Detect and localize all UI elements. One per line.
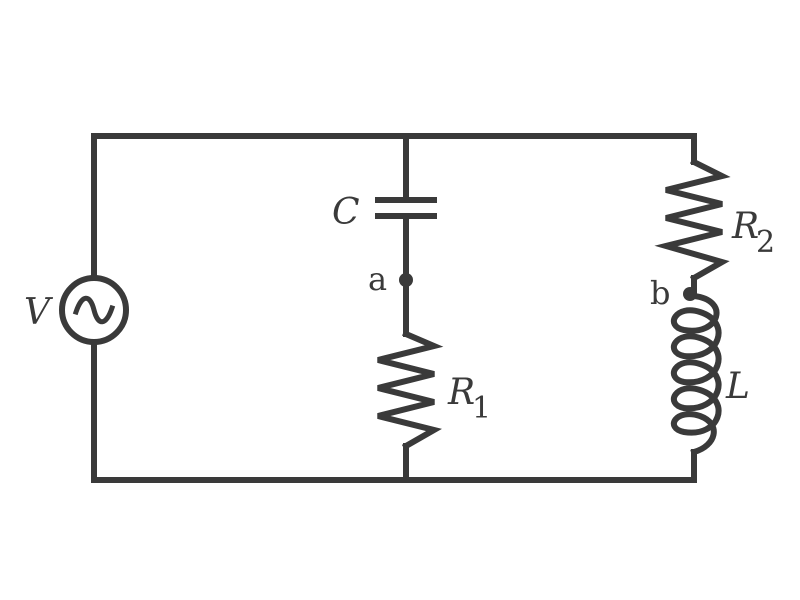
wires bbox=[91, 133, 697, 483]
ac-source-icon bbox=[59, 275, 129, 345]
inductor-label: L bbox=[725, 366, 750, 407]
inductor-icon bbox=[670, 292, 722, 456]
capacitor-icon bbox=[375, 197, 437, 219]
node-a-label: a bbox=[368, 260, 387, 298]
resistor-r2-label: R bbox=[731, 206, 759, 247]
node-b-label: b bbox=[650, 274, 670, 312]
resistor-r1-label: R bbox=[447, 372, 475, 413]
source-label: V bbox=[24, 292, 54, 333]
resistor-r1-icon bbox=[377, 330, 444, 451]
ac-source-wave bbox=[72, 295, 116, 325]
resistor-r2-icon bbox=[654, 157, 731, 283]
node-b-dot bbox=[683, 287, 697, 301]
capacitor-label: C bbox=[332, 192, 360, 233]
resistor-r1-subscript: 1 bbox=[472, 391, 491, 426]
node-a-dot bbox=[399, 273, 413, 287]
ac-source-circle bbox=[59, 275, 129, 345]
resistor-r2-subscript: 2 bbox=[756, 225, 775, 260]
